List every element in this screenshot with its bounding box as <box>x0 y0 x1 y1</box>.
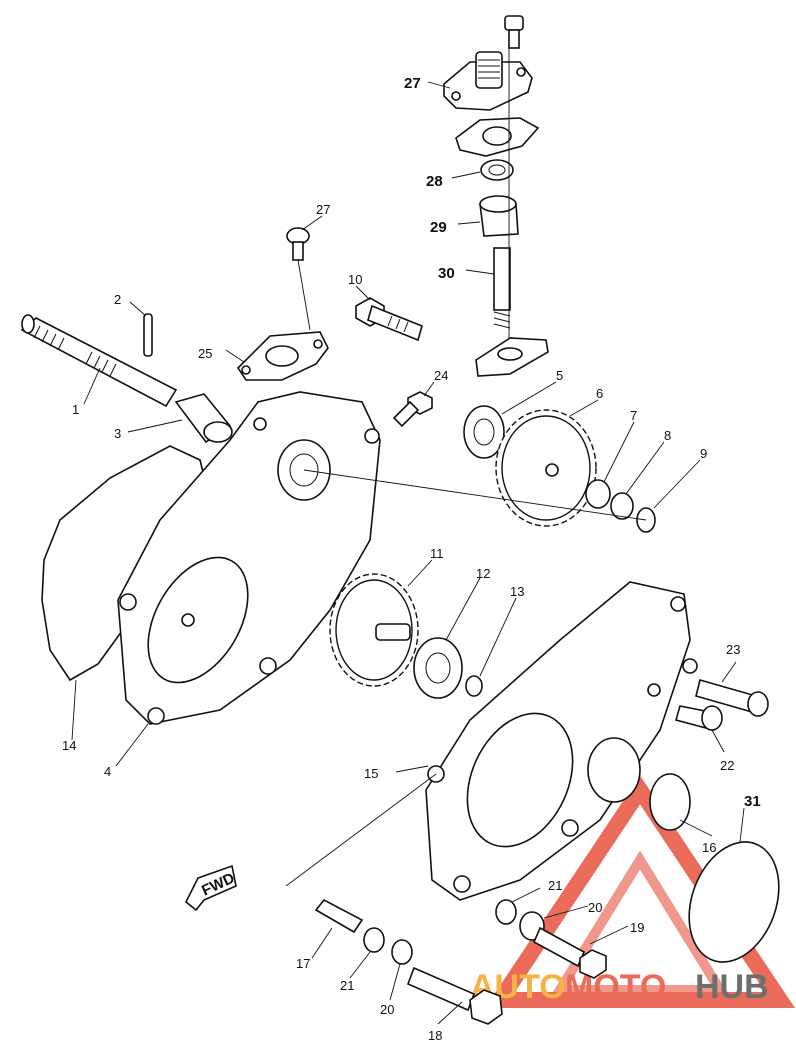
o-ring-31 <box>688 841 780 963</box>
bearing-5 <box>463 405 505 459</box>
label-27-top: 27 <box>404 75 421 92</box>
gasket-25 <box>236 331 329 381</box>
label-11: 11 <box>430 546 444 561</box>
label-22: 22 <box>720 758 734 773</box>
bolt-27-left <box>286 227 311 331</box>
label-13: 13 <box>510 584 524 599</box>
bolt-19 <box>532 926 607 979</box>
bolt-23 <box>695 679 769 717</box>
fwd-arrow: FWD <box>184 864 237 912</box>
dowel-17 <box>314 898 364 934</box>
clip-13 <box>465 675 483 697</box>
label-20-right: 20 <box>588 900 602 915</box>
bush-29 <box>479 195 519 237</box>
label-7: 7 <box>630 408 637 423</box>
label-17: 17 <box>296 956 310 971</box>
washer-8 <box>610 492 634 520</box>
leader-lines <box>71 81 745 1025</box>
label-19: 19 <box>630 920 644 935</box>
cover-15 <box>425 581 698 901</box>
label-20-bottom: 20 <box>380 1002 394 1017</box>
shaft-30 <box>493 247 511 329</box>
washer-7 <box>585 479 611 509</box>
main-case-4 <box>117 391 381 725</box>
watermark-part2: MOTO <box>565 968 666 1006</box>
bush-3 <box>174 393 233 444</box>
label-1: 1 <box>72 402 79 417</box>
label-30: 30 <box>438 265 455 282</box>
label-9: 9 <box>700 446 707 461</box>
label-29: 29 <box>430 219 447 236</box>
label-18: 18 <box>428 1028 442 1043</box>
label-6: 6 <box>596 386 603 401</box>
label-31: 31 <box>744 793 761 810</box>
bolt-18 <box>406 966 503 1025</box>
label-12: 12 <box>476 566 490 581</box>
label-3: 3 <box>114 426 121 441</box>
label-21-right: 21 <box>548 878 562 893</box>
flange-27 <box>443 51 533 111</box>
label-16: 16 <box>702 840 716 855</box>
label-27-left: 27 <box>316 202 330 217</box>
label-15: 15 <box>364 766 378 781</box>
worm-shaft-1 <box>20 314 178 408</box>
label-24: 24 <box>434 368 448 383</box>
label-8: 8 <box>664 428 671 443</box>
washer-20-bottom <box>391 939 413 965</box>
part-labels: 1 2 3 4 5 6 7 8 9 10 11 12 13 14 15 16 1… <box>62 75 761 1043</box>
bolt-10 <box>355 297 423 342</box>
gear-6 <box>495 409 597 527</box>
bolt-24 <box>392 391 433 428</box>
label-2: 2 <box>114 292 121 307</box>
label-10: 10 <box>348 272 362 287</box>
label-23: 23 <box>726 642 740 657</box>
label-25: 25 <box>198 346 212 361</box>
bearing-28 <box>480 159 514 181</box>
label-28: 28 <box>426 173 443 190</box>
bolt-22 <box>675 705 723 731</box>
label-21-bottom: 21 <box>340 978 354 993</box>
label-5: 5 <box>556 368 563 383</box>
bearing-12 <box>413 637 463 699</box>
label-4: 4 <box>104 764 111 779</box>
washer-21-right <box>495 899 517 925</box>
gasket-27 <box>455 117 540 157</box>
washer-21-bottom <box>363 927 385 953</box>
top-bolt-27 <box>504 15 524 49</box>
seal-16 <box>649 773 691 831</box>
small-plate <box>475 337 549 377</box>
label-14: 14 <box>62 738 76 753</box>
watermark-part3: HUB <box>695 968 769 1006</box>
pin-2 <box>143 313 153 357</box>
gear-11 <box>329 573 419 687</box>
